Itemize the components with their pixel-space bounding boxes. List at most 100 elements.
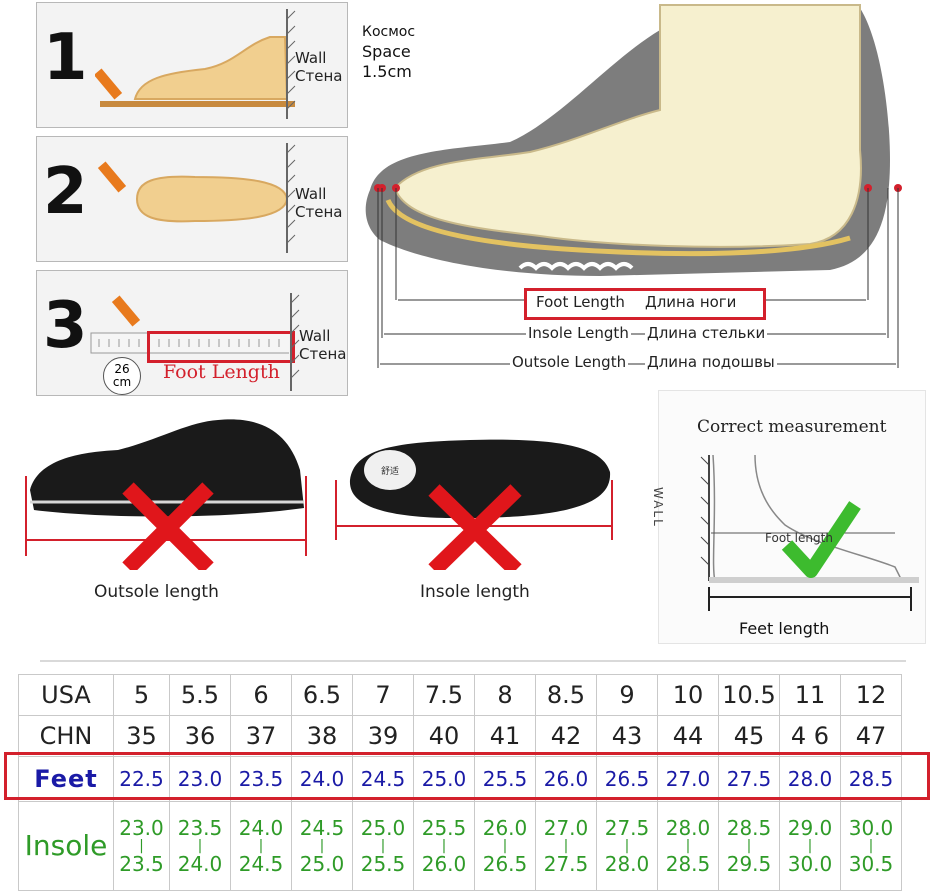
insole-cell: 24.0|24.5 xyxy=(230,801,292,891)
insole-from: 29.0 xyxy=(787,816,833,840)
insole-cell: 25.5|26.0 xyxy=(413,801,475,891)
step-panel-3: 3 26 cm Foot Length Wall Стена xyxy=(36,270,348,396)
feet-cell: 24.5 xyxy=(352,756,414,802)
insole-to: 30.5 xyxy=(848,852,894,876)
insole-cell: 25.0|25.5 xyxy=(352,801,414,891)
diagram-foot-length-ru: Длина ноги xyxy=(645,293,737,311)
insole-to: 23.5 xyxy=(119,852,164,876)
usa-cell: 11 xyxy=(779,674,841,716)
usa-row: USA 5 5.5 6 6.5 7 7.5 8 8.5 9 10 10.5 11… xyxy=(18,674,902,716)
wall-label: Wall xyxy=(295,185,327,203)
wall-label-ru: Стена xyxy=(299,345,347,363)
usa-cell: 8 xyxy=(474,674,536,716)
size-badge-value: 26 xyxy=(114,362,130,376)
insole-row: Insole 23.0|23.5 23.5|24.0 24.0|24.5 24.… xyxy=(18,801,902,891)
correct-title: Correct measurement xyxy=(697,417,887,437)
feet-cell: 25.0 xyxy=(413,756,475,802)
wall-label-ru: Стена xyxy=(295,203,343,221)
insole-cell: 27.0|27.5 xyxy=(535,801,597,891)
usa-cell: 9 xyxy=(596,674,658,716)
feet-cell: 22.5 xyxy=(113,756,170,802)
foot-top-illustration xyxy=(97,161,289,223)
insole-to: 28.5 xyxy=(665,852,711,876)
wall-label-ru: Стена xyxy=(295,67,343,85)
chn-cell: 43 xyxy=(596,715,658,757)
insole-from: 28.5 xyxy=(726,816,772,840)
insole-to: 25.0 xyxy=(299,852,345,876)
step-number: 2 xyxy=(43,155,88,229)
pencil-icon xyxy=(111,295,141,327)
insole-cell: 23.0|23.5 xyxy=(113,801,170,891)
chn-cell: 38 xyxy=(291,715,353,757)
wall-icon xyxy=(286,9,296,119)
wall-label: Wall xyxy=(295,49,327,67)
correct-feet-length: Feet length xyxy=(739,619,830,638)
chn-cell: 41 xyxy=(474,715,536,757)
insole-to: 28.0 xyxy=(604,852,650,876)
insole-to: 29.5 xyxy=(726,852,772,876)
insole-length-label: Insole length xyxy=(420,582,530,602)
pencil-icon xyxy=(97,161,127,193)
insole-from: 23.0 xyxy=(119,816,164,840)
diagram-outsole-length: Outsole Length xyxy=(510,353,629,371)
insole-wrong-example: 舒适 xyxy=(335,439,613,570)
usa-cell: 6.5 xyxy=(291,674,353,716)
wall-icon xyxy=(290,293,300,391)
insole-cell: 24.5|25.0 xyxy=(291,801,353,891)
space-note: Космос Space 1.5cm xyxy=(362,22,415,82)
wrong-cross-icon xyxy=(122,482,214,570)
insole-cell: 27.5|28.0 xyxy=(596,801,658,891)
insole-from: 25.0 xyxy=(360,816,406,840)
insole-cell: 28.5|29.5 xyxy=(718,801,780,891)
feet-length-arrow xyxy=(708,587,912,611)
section-divider xyxy=(40,660,906,662)
insole-to: 24.5 xyxy=(238,852,284,876)
usa-cell: 7 xyxy=(352,674,414,716)
insole-cell: 28.0|28.5 xyxy=(657,801,719,891)
diagram-outsole-length-ru: Длина подошвы xyxy=(645,353,777,371)
foot-length-highlight xyxy=(147,331,295,363)
space-label-ru: Космос xyxy=(362,24,416,40)
size-badge: 26 cm xyxy=(103,357,141,395)
usa-cell: 8.5 xyxy=(535,674,597,716)
chn-cell: 42 xyxy=(535,715,597,757)
chn-cell: 45 xyxy=(718,715,780,757)
wall-label: Wall xyxy=(299,327,331,345)
step-panel-1: 1 Wall Стена xyxy=(36,2,348,128)
insole-from: 25.5 xyxy=(421,816,467,840)
foot-length-label: Foot Length xyxy=(163,361,280,383)
insole-from: 28.0 xyxy=(665,816,711,840)
insole-from: 26.0 xyxy=(482,816,528,840)
diagram-insole-length-ru: Длина стельки xyxy=(645,324,768,342)
feet-cell: 26.5 xyxy=(596,756,658,802)
foot-length-box xyxy=(524,288,766,320)
insole-from: 30.0 xyxy=(848,816,894,840)
foot-side-illustration xyxy=(95,36,295,107)
feet-row-header: Feet xyxy=(18,756,114,802)
feet-cell: 28.0 xyxy=(779,756,841,802)
chn-cell: 39 xyxy=(352,715,414,757)
insole-from: 27.5 xyxy=(604,816,650,840)
insole-from: 24.0 xyxy=(238,816,284,840)
correct-foot-length: Foot length xyxy=(765,531,833,545)
wall-vertical-label: WALL xyxy=(651,487,665,528)
insole-to: 25.5 xyxy=(360,852,406,876)
size-badge-unit: cm xyxy=(112,375,132,389)
chn-cell: 44 xyxy=(657,715,719,757)
chn-cell: 36 xyxy=(169,715,231,757)
check-icon xyxy=(781,501,861,578)
insole-to: 24.0 xyxy=(177,852,223,876)
wall-icon xyxy=(286,143,296,253)
chn-cell: 40 xyxy=(413,715,475,757)
insole-to: 30.0 xyxy=(787,852,833,876)
feet-cell: 23.0 xyxy=(169,756,231,802)
chn-row: CHN 35 36 37 38 39 40 41 42 43 44 45 4 6… xyxy=(18,715,902,757)
insole-to: 27.5 xyxy=(543,852,589,876)
space-value: 1.5cm xyxy=(362,62,412,81)
feet-row-highlight xyxy=(4,752,930,800)
outsole-length-label: Outsole length xyxy=(94,582,219,602)
usa-cell: 6 xyxy=(230,674,292,716)
feet-cell: 23.5 xyxy=(230,756,292,802)
shoe-cross-section xyxy=(365,4,902,368)
step-panel-2: 2 Wall Стена xyxy=(36,136,348,262)
